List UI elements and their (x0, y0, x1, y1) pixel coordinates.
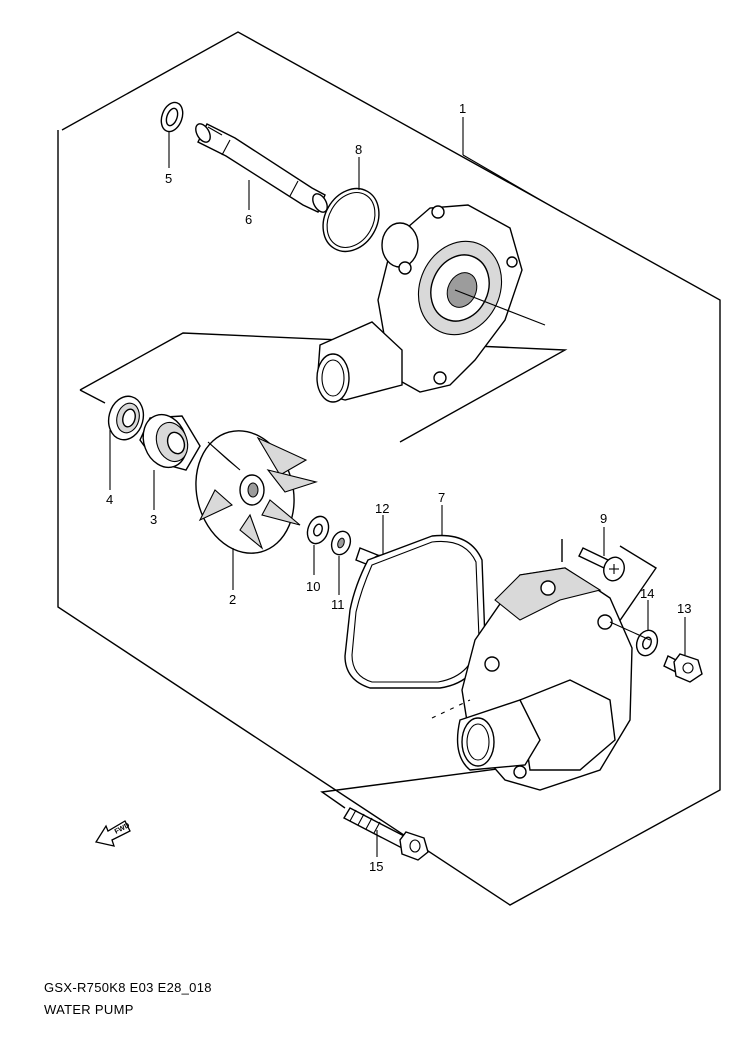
part-10-washer (306, 515, 330, 545)
part-15-bolt (343, 807, 429, 861)
assembly-outline (57, 31, 721, 906)
callout-14: 14 (640, 586, 654, 601)
part-1-pump-body (316, 204, 523, 403)
callout-2: 2 (229, 592, 236, 607)
callout-11: 11 (331, 597, 345, 612)
part-5-washer (160, 101, 184, 133)
callout-13: 13 (677, 601, 691, 616)
pump-cover (456, 567, 633, 791)
callout-10: 10 (306, 579, 320, 594)
part-6-shaft (195, 123, 328, 213)
callout-1: 1 (459, 101, 466, 116)
part-3-mechanical-seal (139, 413, 201, 471)
callout-9: 9 (600, 511, 607, 526)
callout-3: 3 (150, 512, 157, 527)
part-13-bolt (663, 653, 703, 683)
part-7-gasket (344, 534, 486, 689)
callout-12: 12 (375, 501, 389, 516)
callout-6: 6 (245, 212, 252, 227)
callout-8: 8 (355, 142, 362, 157)
leader-lines (109, 117, 686, 857)
callout-5: 5 (165, 171, 172, 186)
part-9-screw (578, 547, 625, 582)
callout-7: 7 (438, 490, 445, 505)
callout-labels: 1 2 3 4 5 6 7 8 9 10 11 12 13 14 15 (106, 101, 691, 874)
diagram-title: WATER PUMP (44, 1002, 134, 1017)
diagram-code: GSX-R750K8 E03 E28_018 (44, 980, 212, 995)
part-14-washer (635, 629, 659, 657)
part-8-o-ring (322, 187, 380, 253)
callout-15: 15 (369, 859, 383, 874)
callout-4: 4 (106, 492, 113, 507)
part-4-oil-seal (107, 395, 145, 441)
fwd-direction-arrow: FWD (94, 820, 131, 847)
part-11-washer (330, 530, 352, 556)
part-2-impeller (195, 430, 318, 554)
